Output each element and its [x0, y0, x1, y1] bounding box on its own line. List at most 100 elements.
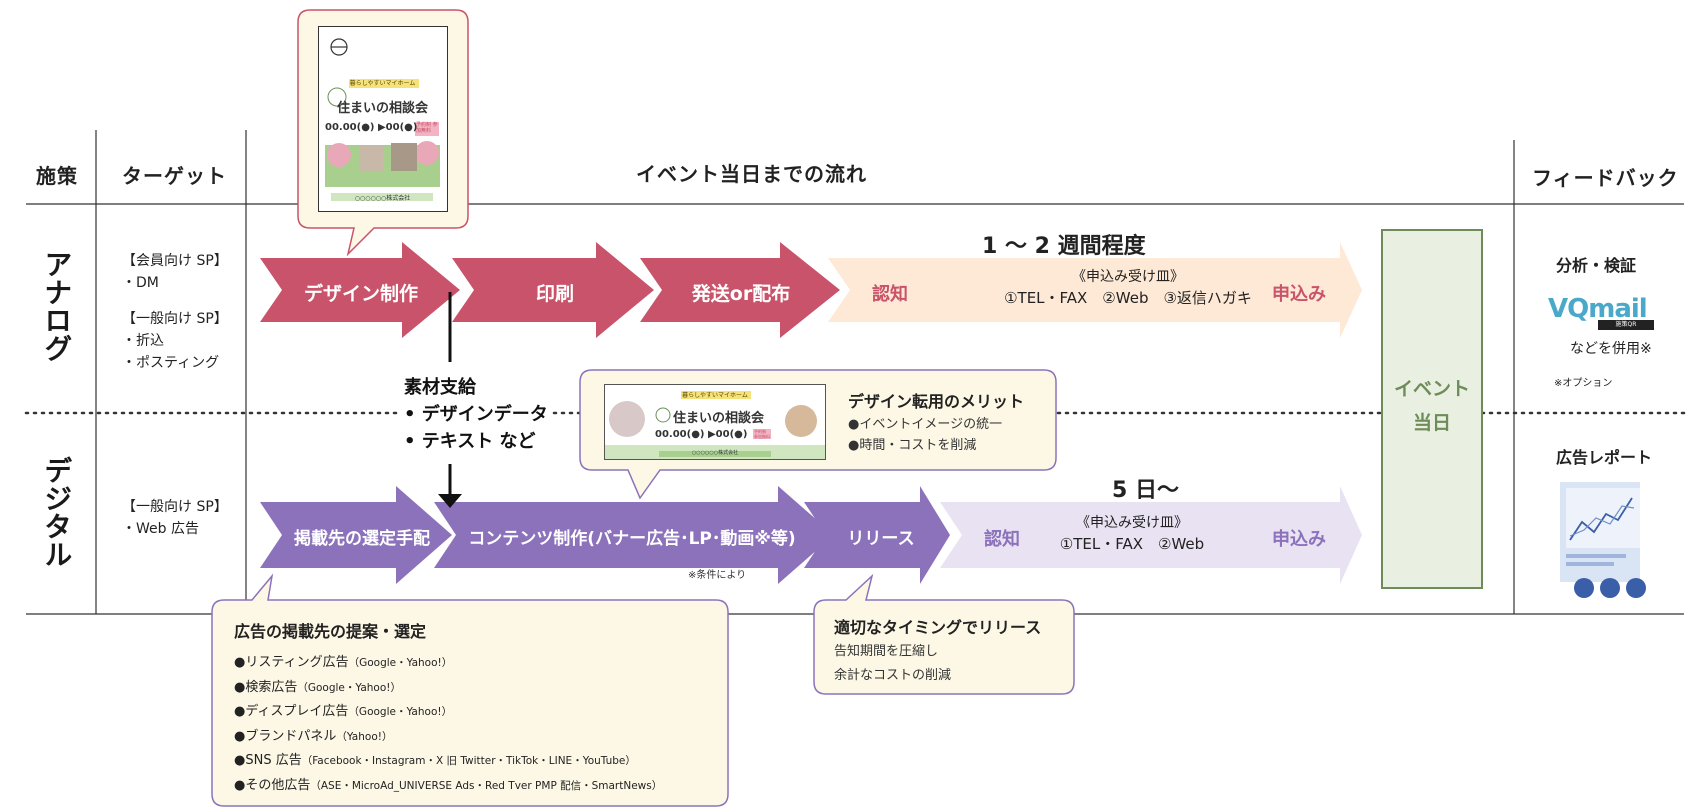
- vqmail-logo-text: VQmail: [1548, 294, 1648, 324]
- analog-reception-items: ①TEL・FAX ②Web ③返信ハガキ: [1004, 289, 1252, 307]
- flyer-date: 00.00(●) ▶00(●): [325, 122, 418, 133]
- arrow-analog-reception: [828, 242, 1362, 338]
- material-item-2: • テキスト など: [404, 431, 536, 452]
- banner-footer: ○○○○○○株式会社: [691, 450, 739, 456]
- release-note-title: 適切なタイミングでリリース: [834, 618, 1042, 637]
- banner-image: 暮らしやすいマイホーム 住まいの相談会 00.00(●) ▶00(●) 予約制 …: [604, 384, 826, 460]
- ad-item: ●リスティング広告（Google・Yahoo!）: [234, 650, 662, 675]
- release-note-item-2: 余計なコストの削減: [834, 668, 952, 683]
- material-item-1: • デザインデータ: [404, 404, 548, 425]
- vqmail-logo-sub: 施策QR: [1598, 320, 1654, 330]
- arrow-analog-design: [260, 242, 460, 338]
- material-arrowhead: [438, 494, 462, 508]
- banner-badge: 予約制 参加無料: [754, 429, 770, 439]
- ad-item-name: ●検索広告: [234, 679, 298, 695]
- banner-illustration: [605, 391, 825, 459]
- digital-step-release: リリース: [847, 529, 915, 549]
- analog-target-2: ・DM: [122, 275, 159, 291]
- flyer-image: 暮らしやすいマイホーム 住まいの相談会 00.00(●) ▶00(●) 予約制 …: [318, 26, 448, 212]
- digital-step-content: コンテンツ制作(バナー広告･LP･動画※等): [468, 529, 796, 549]
- release-note-item-1: 告知期間を圧縮し: [834, 644, 939, 659]
- digital-targets: 【一般向け SP】 ・Web 広告: [122, 496, 228, 540]
- header-flow: イベント当日までの流れ: [636, 162, 867, 186]
- event-day-line1: イベント: [1393, 378, 1470, 400]
- analog-feedback-footnote: ※オプション: [1554, 378, 1613, 389]
- row-label-digital-text: デジタル: [40, 456, 74, 568]
- flyer-title: 住まいの相談会: [337, 101, 429, 116]
- analog-step-design: デザイン制作: [303, 283, 418, 305]
- flyer-badge: 予約制 参加無料: [416, 122, 438, 134]
- ad-item: ●ブランドパネル（Yahoo!）: [234, 724, 662, 749]
- ad-item-name: ●ブランドパネル: [234, 728, 337, 744]
- ad-choice-title: 広告の掲載先の提案・選定: [234, 622, 427, 641]
- ad-item-detail: （Facebook・Instagram・X 旧 Twitter・TikTok・L…: [301, 755, 636, 767]
- ad-item: ●検索広告（Google・Yahoo!）: [234, 675, 662, 700]
- digital-duration: 5 日～: [1112, 478, 1179, 503]
- ad-item-detail: （Google・Yahoo!）: [297, 681, 401, 694]
- analog-step-ship: 発送or配布: [691, 283, 791, 305]
- release-note-list: 告知期間を圧縮し 余計なコストの削減: [834, 640, 951, 688]
- digital-reception-title: 《申込み受け皿》: [1076, 515, 1188, 531]
- ad-item: ●その他広告（ASE・MicroAd_UNIVERSE Ads・Red Tver…: [234, 773, 662, 798]
- material-supply: 素材支給 • デザインデータ • テキスト など: [400, 374, 552, 455]
- merit-item-1: ●イベントイメージの統一: [848, 417, 1003, 432]
- ad-choice-bubble: [211, 573, 729, 807]
- digital-reception-items: ①TEL・FAX ②Web: [1059, 535, 1205, 553]
- ad-choice-list: ●リスティング広告（Google・Yahoo!） ●検索広告（Google・Ya…: [234, 650, 662, 797]
- row-label-analog-text: アナログ: [40, 250, 74, 362]
- analog-targets: 【会員向け SP】 ・DM 【一般向け SP】 ・折込 ・ポスティング: [122, 250, 228, 374]
- event-day-line2: 当日: [1412, 412, 1451, 434]
- ad-item-name: ●ディスプレイ広告: [234, 704, 349, 719]
- report-icon: [1560, 482, 1646, 598]
- ad-item-detail: （Yahoo!）: [336, 730, 393, 743]
- banner-title: 住まいの相談会: [673, 411, 765, 426]
- arrow-digital-reception: [940, 486, 1362, 584]
- analog-target-4: ・折込: [122, 333, 164, 349]
- ad-item-detail: （Google・Yahoo!）: [348, 706, 453, 718]
- ad-item: ●ディスプレイ広告（Google・Yahoo!）: [234, 699, 662, 724]
- digital-content-note: ※条件により: [688, 570, 747, 581]
- material-title: 素材支給: [404, 377, 476, 398]
- row-label-digital: デジタル: [40, 456, 80, 568]
- flyer-illustration: [325, 38, 440, 201]
- ad-item-name: ●リスティング広告: [234, 655, 349, 670]
- banner-ribbon: 暮らしやすいマイホーム: [682, 392, 748, 399]
- flyer-footer: ○○○○○○株式会社: [354, 195, 411, 202]
- flyer-ribbon: 暮らしやすいマイホーム: [349, 80, 416, 87]
- analog-reception-title: 《申込み受け皿》: [1072, 269, 1184, 285]
- digital-target-2: ・Web 広告: [122, 521, 199, 537]
- vqmail-logo: VQmail 施策QR: [1548, 294, 1658, 330]
- event-day-box: [1381, 229, 1483, 589]
- analog-apply: 申込み: [1272, 284, 1326, 305]
- digital-awareness: 認知: [984, 529, 1020, 550]
- analog-feedback-title: 分析・検証: [1556, 256, 1637, 275]
- arrow-digital-content: [434, 486, 834, 584]
- analog-feedback-note: などを併用※: [1570, 341, 1652, 357]
- ad-item-name: ●SNS 広告: [234, 753, 302, 768]
- header-target: ターゲット: [122, 164, 227, 188]
- header-feedback: フィードバック: [1532, 166, 1679, 190]
- header-measure: 施策: [36, 164, 78, 188]
- analog-target-3: 【一般向け SP】: [122, 311, 228, 327]
- merit-item-2: ●時間・コストを削減: [848, 438, 977, 453]
- banner-date: 00.00(●) ▶00(●): [655, 429, 748, 440]
- analog-target-1: 【会員向け SP】: [122, 253, 228, 269]
- analog-duration: 1 ～ 2 週間程度: [982, 234, 1146, 259]
- digital-feedback-title: 広告レポート: [1556, 448, 1653, 467]
- ad-item-detail: （ASE・MicroAd_UNIVERSE Ads・Red Tver PMP 配…: [310, 779, 663, 792]
- event-day-label: イベント 当日: [1382, 372, 1482, 440]
- release-bubble: [813, 573, 1075, 695]
- analog-step-print: 印刷: [535, 283, 574, 305]
- arrow-digital-select: [260, 486, 452, 584]
- arrow-analog-ship: [640, 242, 840, 338]
- merit-title: デザイン転用のメリット: [848, 392, 1025, 411]
- ad-item-detail: （Google・Yahoo!）: [348, 657, 453, 669]
- digital-step-select: 掲載先の選定手配: [294, 529, 430, 549]
- arrow-digital-release: [804, 486, 950, 584]
- analog-awareness: 認知: [872, 284, 908, 305]
- arrow-analog-print: [452, 242, 654, 338]
- ad-item: ●SNS 広告（Facebook・Instagram・X 旧 Twitter・T…: [234, 748, 662, 773]
- ad-item-name: ●その他広告: [234, 777, 311, 793]
- digital-apply: 申込み: [1272, 529, 1326, 550]
- analog-target-5: ・ポスティング: [122, 355, 220, 371]
